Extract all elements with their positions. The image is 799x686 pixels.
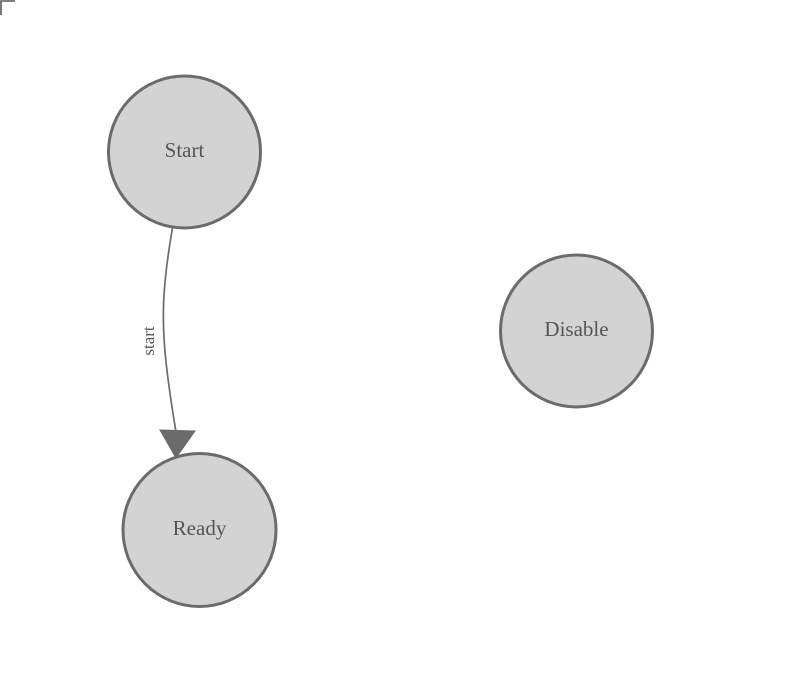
selection-corner-mark-icon: [0, 0, 15, 15]
node-ready-label: Ready: [173, 516, 227, 540]
node-disable[interactable]: Disable: [499, 253, 654, 409]
node-ready-circle[interactable]: [121, 452, 278, 608]
edge-arrowhead-icon: [159, 429, 196, 459]
node-disable-circle[interactable]: [499, 253, 654, 409]
edge-path-start-to-ready: [162, 227, 179, 442]
edge-start-to-ready[interactable]: start: [139, 227, 196, 459]
node-start-circle[interactable]: [107, 74, 262, 230]
node-ready[interactable]: Ready: [121, 452, 278, 608]
node-start[interactable]: Start: [107, 74, 262, 230]
node-disable-label: Disable: [544, 317, 608, 341]
edge-label-start: start: [139, 326, 158, 356]
node-start-label: Start: [165, 138, 205, 162]
